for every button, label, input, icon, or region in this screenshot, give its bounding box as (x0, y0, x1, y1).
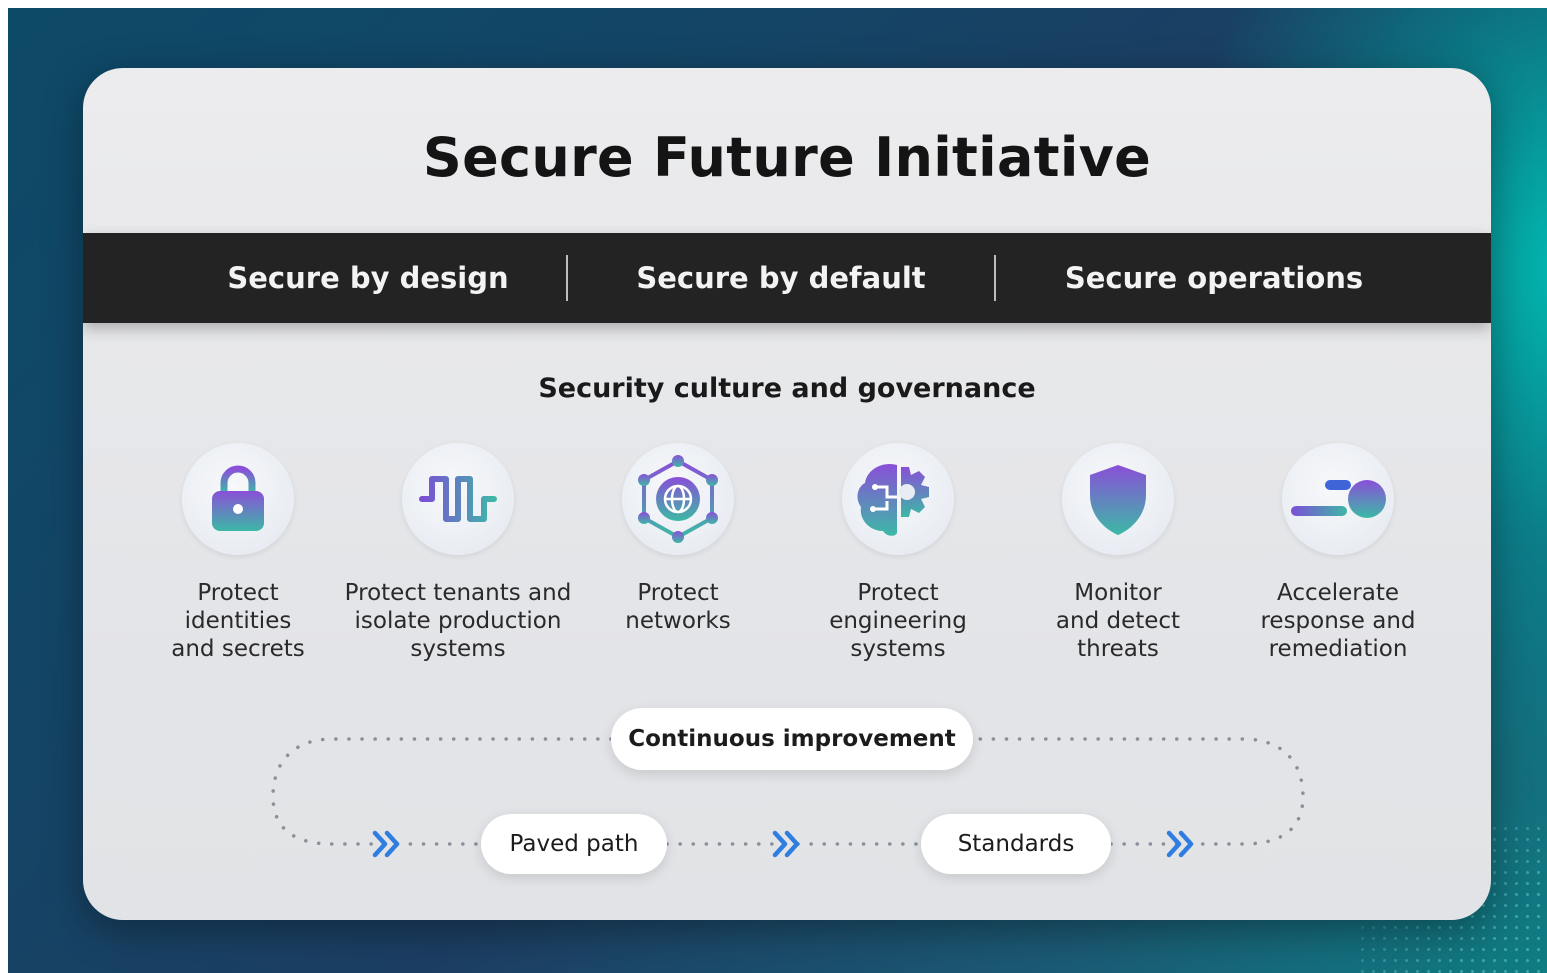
pillar-label: Protect tenants and isolate production s… (344, 580, 572, 662)
lock-icon (212, 465, 264, 531)
accelerate-icon (1291, 480, 1386, 518)
isolation-icon-badge (402, 443, 514, 555)
principle-secure-by-design: Secure by design (227, 261, 509, 295)
isolation-icon (419, 476, 497, 522)
pillar-label: Accelerate response and remediation (1260, 580, 1416, 662)
loop-dotted-path (971, 737, 1305, 846)
pillar-monitor-threats: Monitor and detect threats (1003, 443, 1233, 663)
principle-secure-operations: Secure operations (1064, 261, 1364, 295)
shield-icon (1090, 465, 1146, 535)
standards-pill: Standards (921, 814, 1111, 874)
principles-band: Secure by design Secure by default Secur… (83, 233, 1491, 323)
continuous-improvement-pill: Continuous improvement (611, 708, 973, 770)
brain-gear-icon (857, 463, 929, 536)
chevron-right-icon (1166, 830, 1194, 858)
principle-divider (994, 255, 996, 301)
network-globe-icon (638, 455, 718, 543)
pillar-accelerate-response: Accelerate response and remediation (1223, 443, 1453, 663)
chevron-right-icon (772, 830, 800, 858)
accelerate-icon-badge (1282, 443, 1394, 555)
background: Secure Future Initiative Secure by desig… (8, 8, 1547, 973)
pillar-protect-identities: Protect identities and secrets (123, 443, 353, 663)
foundation-heading: Security culture and governance (538, 373, 1036, 404)
shield-icon-badge (1062, 443, 1174, 555)
page-title: Secure Future Initiative (422, 126, 1152, 189)
pillar-label: Protect identities and secrets (171, 580, 305, 662)
improvement-loop (271, 737, 1305, 858)
pillar-protect-tenants: Protect tenants and isolate production s… (343, 443, 573, 663)
brain-gear-icon-badge (842, 443, 954, 555)
pillar-label: Protect networks (625, 580, 731, 634)
principle-divider (566, 255, 568, 301)
pillar-protect-networks: Protect networks (563, 443, 793, 635)
principle-secure-by-default: Secure by default (636, 261, 926, 295)
loop-dotted-path (271, 737, 613, 846)
lock-icon-badge (182, 443, 294, 555)
initiative-card: Secure Future Initiative Secure by desig… (83, 68, 1491, 920)
network-globe-icon-badge (622, 443, 734, 555)
pillar-protect-engineering: Protect engineering systems (783, 443, 1013, 663)
chevron-right-icon (372, 830, 400, 858)
pillar-label: Protect engineering systems (829, 580, 967, 662)
paved-path-pill: Paved path (481, 814, 667, 874)
pillar-label: Monitor and detect threats (1055, 580, 1181, 662)
